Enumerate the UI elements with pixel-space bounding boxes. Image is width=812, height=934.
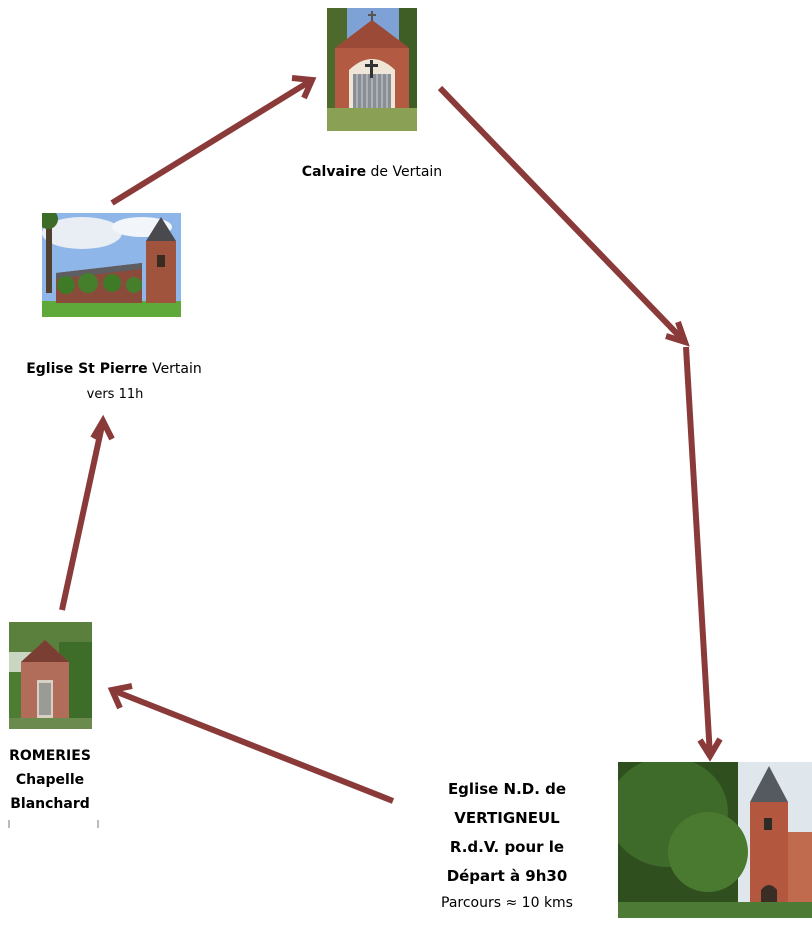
arrow-calvaire-to-junction [437, 85, 690, 347]
vertigneul-line4: Départ à 9h30 [446, 867, 568, 885]
chapel-blanchard-photo [9, 622, 92, 729]
st-pierre-label-rest: Vertain [147, 361, 202, 377]
st-pierre-label-bold: Eglise St Pierre [26, 361, 148, 377]
arrow-stpierre-to-calvaire [110, 75, 317, 206]
st-pierre-time: vers 11h [86, 387, 144, 402]
romeries-tick-left [8, 820, 10, 828]
vertigneul-distance: Parcours ≈ 10 kms [441, 895, 573, 911]
romeries-label: ROMERIES Chapelle Blanchard [0, 744, 100, 816]
calvaire-label-rest: de Vertain [366, 164, 443, 180]
calvaire-label-bold: Calvaire [301, 164, 367, 180]
arrow-junction-to-vertigneul [683, 346, 723, 762]
church-st-pierre-photo [42, 213, 181, 317]
vertigneul-line1: Eglise N.D. de [447, 780, 567, 798]
vertigneul-label: Eglise N.D. de VERTIGNEUL R.d.V. pour le… [412, 775, 602, 915]
arrow-vertigneul-to-romeries [107, 683, 395, 804]
romeries-tick-right [97, 820, 99, 828]
chapel-calvary-photo [327, 8, 417, 131]
romeries-line3: Blanchard [10, 796, 90, 812]
st-pierre-label: Eglise St Pierre Vertain [0, 360, 228, 378]
romeries-line1: ROMERIES [9, 748, 91, 764]
church-vertigneul-photo [618, 762, 812, 918]
arrow-romeries-to-stpierre [59, 414, 115, 611]
vertigneul-line2: VERTIGNEUL [454, 809, 560, 827]
vertigneul-line3: R.d.V. pour le [449, 838, 565, 856]
romeries-line2: Chapelle [15, 772, 85, 788]
calvaire-label: Calvaire de Vertain [270, 163, 474, 181]
